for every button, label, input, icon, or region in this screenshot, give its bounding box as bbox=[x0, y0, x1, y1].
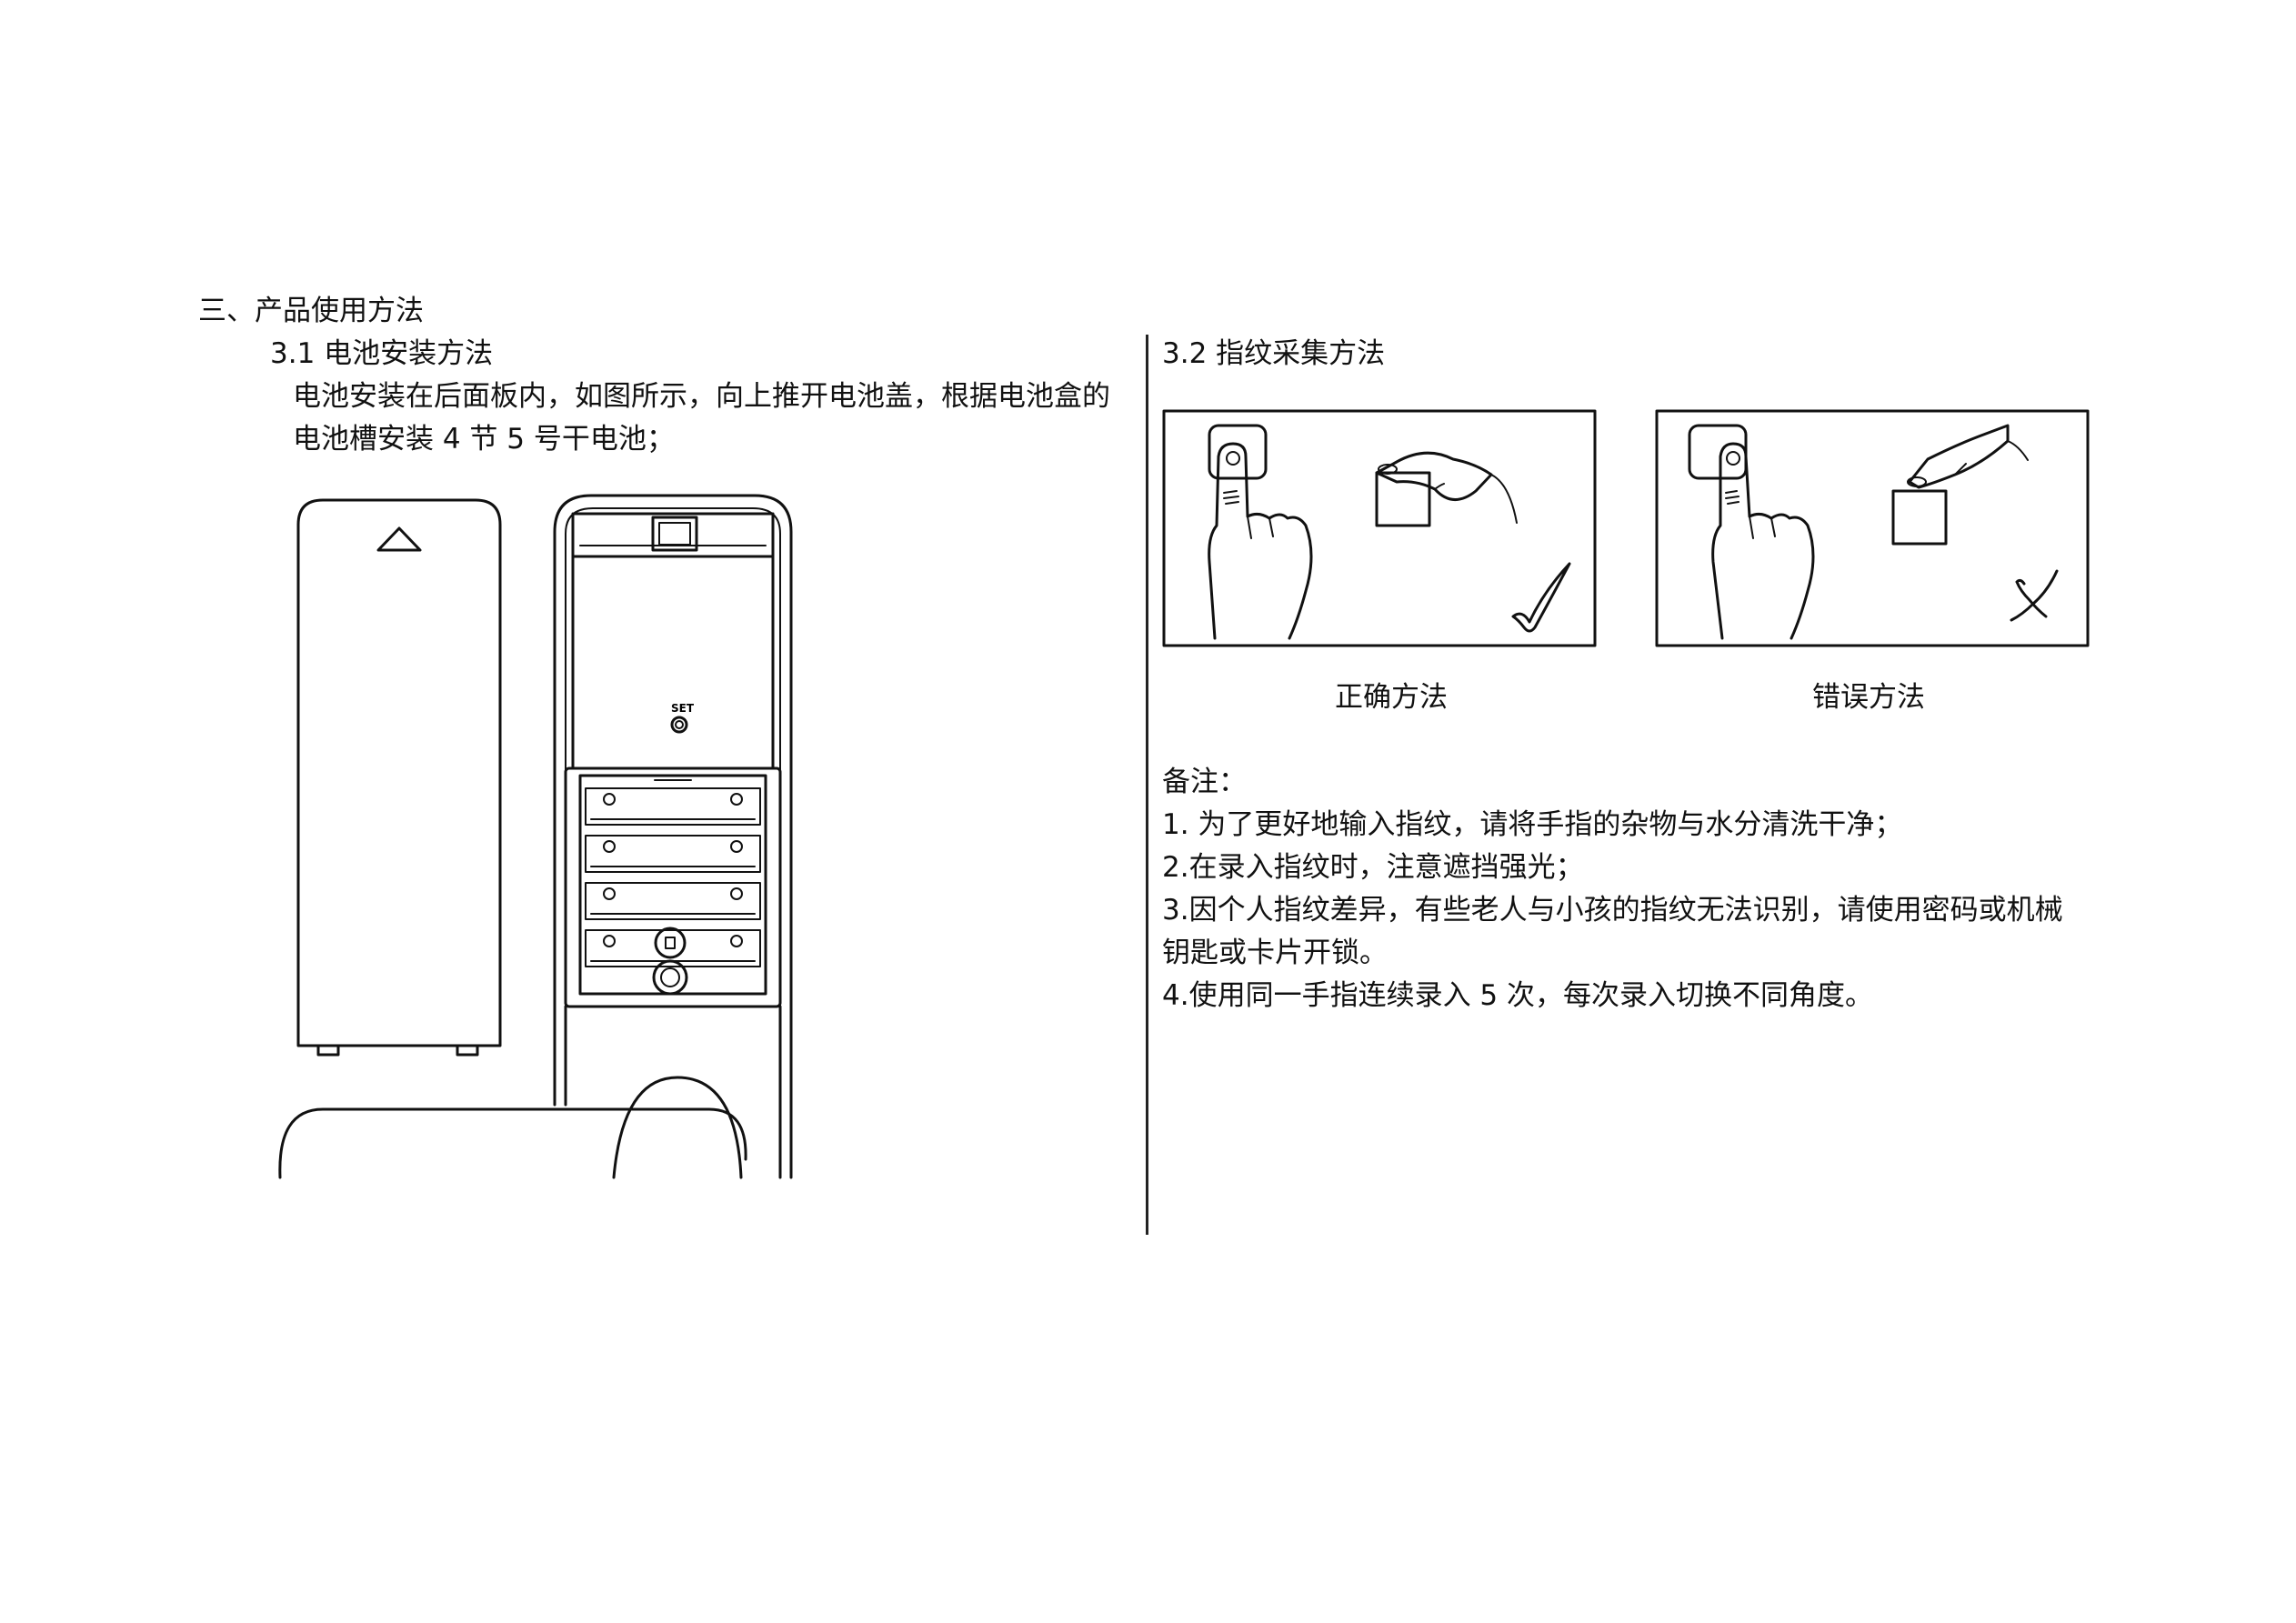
battery-terminal bbox=[603, 887, 616, 900]
correct-method-illustration bbox=[1162, 409, 1597, 647]
check-mark-icon bbox=[1511, 562, 1571, 633]
cross-mark-icon bbox=[2010, 569, 2059, 622]
finger-on-sensor bbox=[1375, 451, 1518, 527]
lever-handle bbox=[278, 1107, 747, 1179]
correct-method-caption: 正确方法 bbox=[1335, 681, 1448, 714]
wrong-method-illustration bbox=[1655, 409, 2090, 647]
battery-installation-illustration: SET bbox=[278, 494, 793, 1179]
note-item: 1. 为了更好地输入指纹，请将手指的杂物与水分清洗干净； bbox=[1162, 808, 1903, 841]
finger-partial-contact bbox=[1891, 424, 2029, 546]
fingerprint-sensor bbox=[651, 516, 698, 552]
battery-terminal bbox=[730, 887, 743, 900]
battery-terminal bbox=[603, 935, 616, 947]
battery-slot bbox=[585, 835, 761, 873]
note-item: 钥匙或卡片开锁。 bbox=[1162, 937, 1388, 969]
battery-terminal bbox=[730, 840, 743, 853]
note-item: 2.在录入指纹时，注意遮挡强光； bbox=[1162, 851, 1584, 884]
battery-instruction-line-1: 电池安装在后面板内，如图所示，向上推开电池盖，根据电池盒的 bbox=[293, 380, 1110, 413]
hand bbox=[1711, 442, 1815, 640]
set-button bbox=[670, 716, 688, 734]
fingerprint-sensor bbox=[1688, 424, 1748, 480]
battery-terminal bbox=[730, 793, 743, 806]
battery-terminal bbox=[603, 840, 616, 853]
note-item: 3.因个人指纹差异，有些老人与小孩的指纹无法识别，请使用密码或机械 bbox=[1162, 894, 2063, 927]
battery-instruction-line-2: 电池槽安装 4 节 5 号干电池； bbox=[293, 423, 675, 456]
battery-slot bbox=[585, 882, 761, 920]
fingerprint-sensor bbox=[1208, 424, 1268, 480]
battery-cover bbox=[296, 498, 502, 1057]
set-label: SET bbox=[671, 702, 695, 715]
battery-terminal bbox=[730, 935, 743, 947]
battery-slot bbox=[585, 787, 761, 826]
note-item: 4.使用同一手指连续录入 5 次，每次录入切换不同角度。 bbox=[1162, 979, 1874, 1012]
column-divider bbox=[1146, 335, 1148, 1235]
section-title: 三、产品使用方法 bbox=[198, 295, 424, 327]
fingerprint-heading: 3.2 指纹采集方法 bbox=[1162, 337, 1386, 370]
hand bbox=[1208, 442, 1313, 640]
lock-body: SET bbox=[553, 494, 793, 1179]
battery-heading: 3.1 电池安装方法 bbox=[270, 337, 494, 370]
battery-terminal bbox=[603, 793, 616, 806]
wrong-method-caption: 错误方法 bbox=[1812, 681, 1925, 714]
battery-slot bbox=[585, 929, 761, 967]
arrow-up-icon bbox=[376, 526, 422, 552]
notes-heading: 备注： bbox=[1162, 766, 1247, 798]
